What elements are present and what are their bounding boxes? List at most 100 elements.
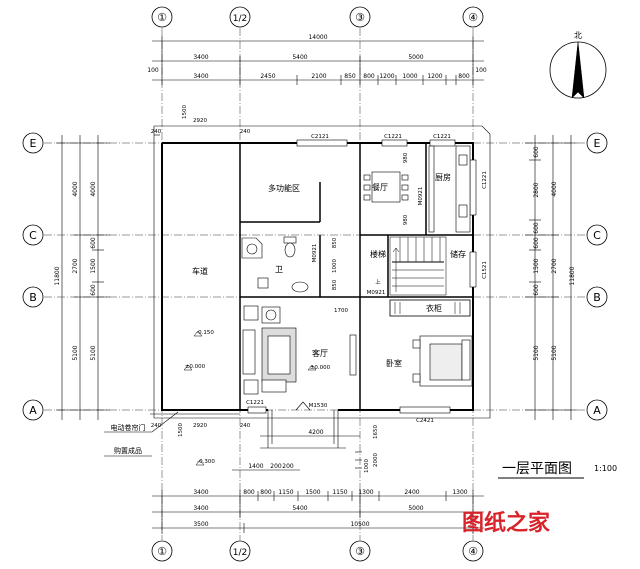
window-c1221-v: C1221 [482,171,488,189]
dim-misc-12: 2000 [373,453,379,467]
room-carport: 车道 [192,266,208,276]
level-markers [183,330,317,466]
dim-left-in3: 1500 [90,258,97,273]
dim-bot-r2-2: 5400 [292,505,307,512]
axis-label-A-right: A [593,404,601,417]
dim-bot-r3-left: 3500 [193,521,208,528]
dim-left-seg1: 4000 [72,181,79,196]
dim-left-in2: 600 [90,237,97,249]
dim-right-seg2: 2700 [551,258,558,273]
dim-right-outer: 11800 [569,266,576,285]
dim-misc-2: 240 [240,129,251,135]
bath-fixtures [241,236,309,293]
dim-top-r3-2: 2450 [260,73,275,80]
kitchen-counter [428,145,471,233]
axis-label-C-right: C [593,229,601,242]
dim-top-r3-9: 800 [458,73,470,80]
room-living: 客厅 [312,348,328,358]
axis-bubbles-top [151,6,484,28]
axis-label-3-bottom: ③ [355,545,365,558]
drawing-scale: 1:100 [594,464,617,473]
door-note-2: 购置成品 [114,446,142,455]
dim-bot-r1-7: 1300 [358,489,373,496]
drawing-title: 一层平面图 [502,461,572,477]
dim-right-in2: 2800 [533,182,540,197]
axis-label-1-bottom: ① [157,545,167,558]
axis-label-4-top: ④ [468,11,478,24]
bottom-dimension-lines [152,435,484,534]
dim-bot-r1-1: 3400 [193,489,208,496]
dim-left-seg2: 2700 [72,258,79,273]
dim-top-r3-3: 2100 [311,73,326,80]
dim-right-seg1: 4000 [551,181,558,196]
dining-table [363,171,409,203]
dim-bot-r1-3: 800 [260,489,272,496]
dim-top-edge-right: 100 [475,67,487,74]
dim-bottom-left-1: 2920 [193,423,207,429]
door-m1530: M1530 [309,403,328,409]
carport-level-2: ±0.000 [185,364,206,370]
bed [412,335,473,387]
door-m0921-c: M0921 [418,187,424,206]
dim-misc-7: 1000 [332,259,338,273]
axis-bubbles-sides [22,132,608,421]
entry-steps [260,401,362,469]
dim-top-r2-3: 5000 [408,54,423,61]
dim-entry-1: 1400 [248,463,263,470]
dim-misc-9: 980 [403,152,409,163]
compass-north-label: 北 [574,31,582,40]
dim-misc-1: 240 [151,129,162,135]
living-sofa-set [242,305,357,395]
dim-entry-3: 200 [282,463,294,470]
dim-right-in1: 600 [533,146,540,158]
interior-walls [239,143,473,410]
dim-bottom-left-2: 1500 [178,423,184,437]
window-c2121: C2121 [311,134,329,140]
windows [247,139,477,414]
dim-bot-r2-3: 5000 [408,505,423,512]
dim-top-r3-1: 3400 [193,73,208,80]
dim-left-outer: 11800 [54,266,61,285]
dim-top-left-2: 1500 [182,105,188,119]
dim-top-r3-6: 1200 [379,73,394,80]
axis-label-C-left: C [29,229,37,242]
dim-steps: 4200 [308,429,323,436]
right-dimension-lines [525,135,577,420]
dim-top-r2-2: 5400 [292,54,307,61]
wardrobe-tick-marks [394,302,461,314]
dim-top-r3-8: 1200 [427,73,442,80]
dim-top-left-1: 2920 [193,118,207,124]
dim-misc-6: 850 [332,237,338,248]
axis-label-1-2-top: 1/2 [233,14,247,24]
dim-entry-2: 200 [270,463,282,470]
dim-misc-13: 1000 [364,459,370,473]
room-bath: 卫 [275,265,283,274]
window-c2421: C2421 [416,418,434,424]
left-dimension-lines [56,135,110,420]
room-living-level: ±0.000 [310,365,331,371]
dim-bot-r2-1: 3400 [193,505,208,512]
axis-label-1-top: ① [157,11,167,24]
axis-bubbles-bottom [151,540,484,562]
axis-label-4-bottom: ④ [468,545,478,558]
dim-top-edge-left: 100 [147,67,159,74]
dim-left-in5: 5100 [90,345,97,360]
dim-misc-5: 1700 [334,308,348,314]
outside-level: -0.300 [197,459,215,465]
axis-label-3-top: ③ [355,11,365,24]
dim-right-in5: 1500 [533,258,540,273]
top-dimension-lines [152,36,484,85]
stair [389,236,447,296]
dim-misc-3: 240 [240,423,251,429]
dim-top-r3-4: 850 [344,73,356,80]
watermark: 图纸之家 [462,510,551,536]
dim-top-r3-5: 800 [363,73,375,80]
door-m0921-b: M0921 [312,244,318,263]
dim-right-in6: 600 [533,284,540,296]
wardrobe-box [389,299,471,317]
dim-right-seg3: 5100 [551,345,558,360]
room-bedroom: 卧室 [386,358,402,368]
room-multi: 多功能区 [268,183,300,193]
door-note: 电动卷帘门 [111,423,146,432]
room-dining: 餐厅 [372,183,388,192]
